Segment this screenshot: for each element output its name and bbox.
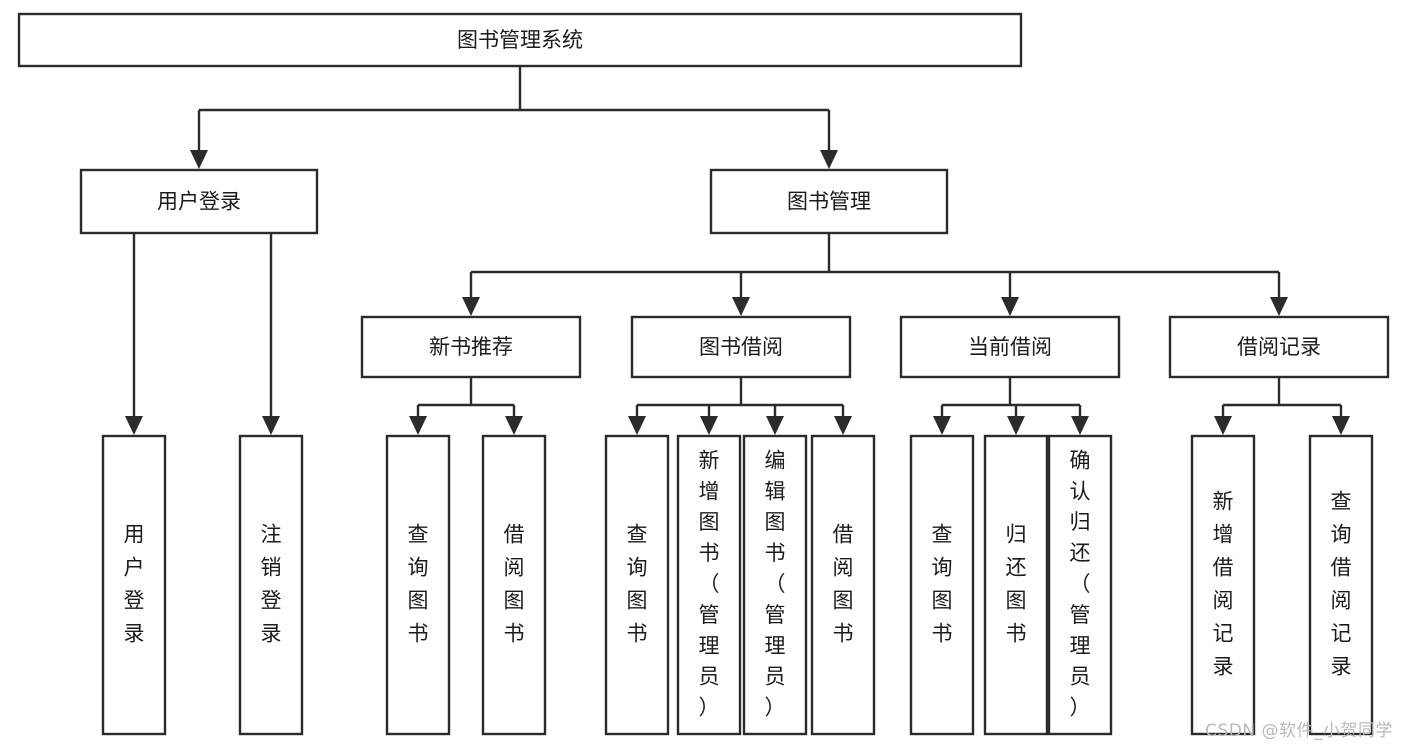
node-leaf-user-login[interactable]: 用户登录 <box>101 434 167 736</box>
node-leaf-edit-book[interactable]: 编辑图书（管理员） <box>742 434 808 736</box>
node-label: 图书管理系统 <box>457 28 583 52</box>
node-layer: 图书管理系统用户登录图书管理新书推荐图书借阅当前借阅借阅记录用户登录注销登录查询… <box>17 12 1390 736</box>
arrow-head-icon <box>190 150 208 169</box>
node-box[interactable] <box>360 315 582 379</box>
node-label: 新书推荐 <box>429 335 513 359</box>
node-current-borrow[interactable]: 当前借阅 <box>899 315 1121 379</box>
node-box[interactable] <box>899 315 1121 379</box>
node-leaf-query-book-1[interactable]: 查询图书 <box>385 434 451 736</box>
node-box[interactable] <box>604 434 670 736</box>
node-box[interactable] <box>1190 434 1256 736</box>
node-label: 新增图书（管理员） <box>699 448 720 719</box>
node-leaf-query-book-2[interactable]: 查询图书 <box>604 434 670 736</box>
node-book-borrow[interactable]: 图书借阅 <box>630 315 852 379</box>
node-root[interactable]: 图书管理系统 <box>17 12 1023 68</box>
node-label: 查询借阅记录 <box>1331 490 1352 679</box>
node-box[interactable] <box>810 434 876 736</box>
node-user-login[interactable]: 用户登录 <box>79 168 319 235</box>
node-label: 借阅图书 <box>833 523 854 646</box>
node-book-manage[interactable]: 图书管理 <box>709 168 949 235</box>
node-label: 查询图书 <box>627 523 648 646</box>
node-box[interactable] <box>630 315 852 379</box>
node-label: 查询图书 <box>408 523 429 646</box>
node-box[interactable] <box>1308 434 1374 736</box>
node-label: 注销登录 <box>261 523 282 646</box>
node-leaf-confirm-return[interactable]: 确认归还（管理员） <box>1047 434 1113 736</box>
node-borrow-record[interactable]: 借阅记录 <box>1168 315 1390 379</box>
node-box[interactable] <box>17 12 1023 68</box>
watermark-text: CSDN @软件_小贺同学 <box>1205 721 1393 741</box>
node-box[interactable] <box>1047 434 1113 736</box>
arrow-head-icon <box>505 416 523 435</box>
node-label: 当前借阅 <box>968 335 1052 359</box>
node-label: 归还图书 <box>1006 523 1027 646</box>
connector-layer <box>125 66 1350 435</box>
node-leaf-query-book-3[interactable]: 查询图书 <box>909 434 975 736</box>
node-box[interactable] <box>983 434 1049 736</box>
node-box[interactable] <box>79 168 319 235</box>
node-leaf-query-record[interactable]: 查询借阅记录 <box>1308 434 1374 736</box>
arrow-head-icon <box>1007 416 1025 435</box>
node-label: 借阅图书 <box>504 523 525 646</box>
arrow-head-icon <box>1214 416 1232 435</box>
node-leaf-add-record[interactable]: 新增借阅记录 <box>1190 434 1256 736</box>
arrow-head-icon <box>834 416 852 435</box>
node-box[interactable] <box>1168 315 1390 379</box>
arrow-head-icon <box>628 416 646 435</box>
node-box[interactable] <box>385 434 451 736</box>
arrow-head-icon <box>933 416 951 435</box>
arrow-head-icon <box>1071 416 1089 435</box>
node-label: 图书借阅 <box>699 335 783 359</box>
arrow-head-icon <box>1270 297 1288 316</box>
node-leaf-borrow-book-1[interactable]: 借阅图书 <box>481 434 547 736</box>
node-leaf-add-book[interactable]: 新增图书（管理员） <box>676 434 742 736</box>
node-leaf-return-book[interactable]: 归还图书 <box>983 434 1049 736</box>
node-box[interactable] <box>481 434 547 736</box>
node-leaf-user-logout[interactable]: 注销登录 <box>238 434 304 736</box>
node-leaf-borrow-book-2[interactable]: 借阅图书 <box>810 434 876 736</box>
node-new-book-rec[interactable]: 新书推荐 <box>360 315 582 379</box>
arrow-head-icon <box>262 416 280 435</box>
node-box[interactable] <box>101 434 167 736</box>
arrow-head-icon <box>1332 416 1350 435</box>
arrow-head-icon <box>766 416 784 435</box>
node-box[interactable] <box>909 434 975 736</box>
node-label: 编辑图书（管理员） <box>765 448 786 719</box>
arrow-head-icon <box>409 416 427 435</box>
node-box[interactable] <box>742 434 808 736</box>
arrow-head-icon <box>732 297 750 316</box>
node-label: 用户登录 <box>157 190 241 214</box>
arrow-head-icon <box>125 416 143 435</box>
node-label: 确认归还（管理员） <box>1070 448 1091 719</box>
arrow-head-icon <box>1001 297 1019 316</box>
arrow-head-icon <box>700 416 718 435</box>
node-label: 新增借阅记录 <box>1213 490 1234 679</box>
node-box[interactable] <box>709 168 949 235</box>
node-label: 借阅记录 <box>1237 335 1321 359</box>
arrow-head-icon <box>820 150 838 169</box>
node-label: 用户登录 <box>124 523 145 646</box>
node-label: 图书管理 <box>787 190 871 214</box>
node-box[interactable] <box>238 434 304 736</box>
arrow-head-icon <box>462 297 480 316</box>
node-box[interactable] <box>676 434 742 736</box>
node-label: 查询图书 <box>932 523 953 646</box>
